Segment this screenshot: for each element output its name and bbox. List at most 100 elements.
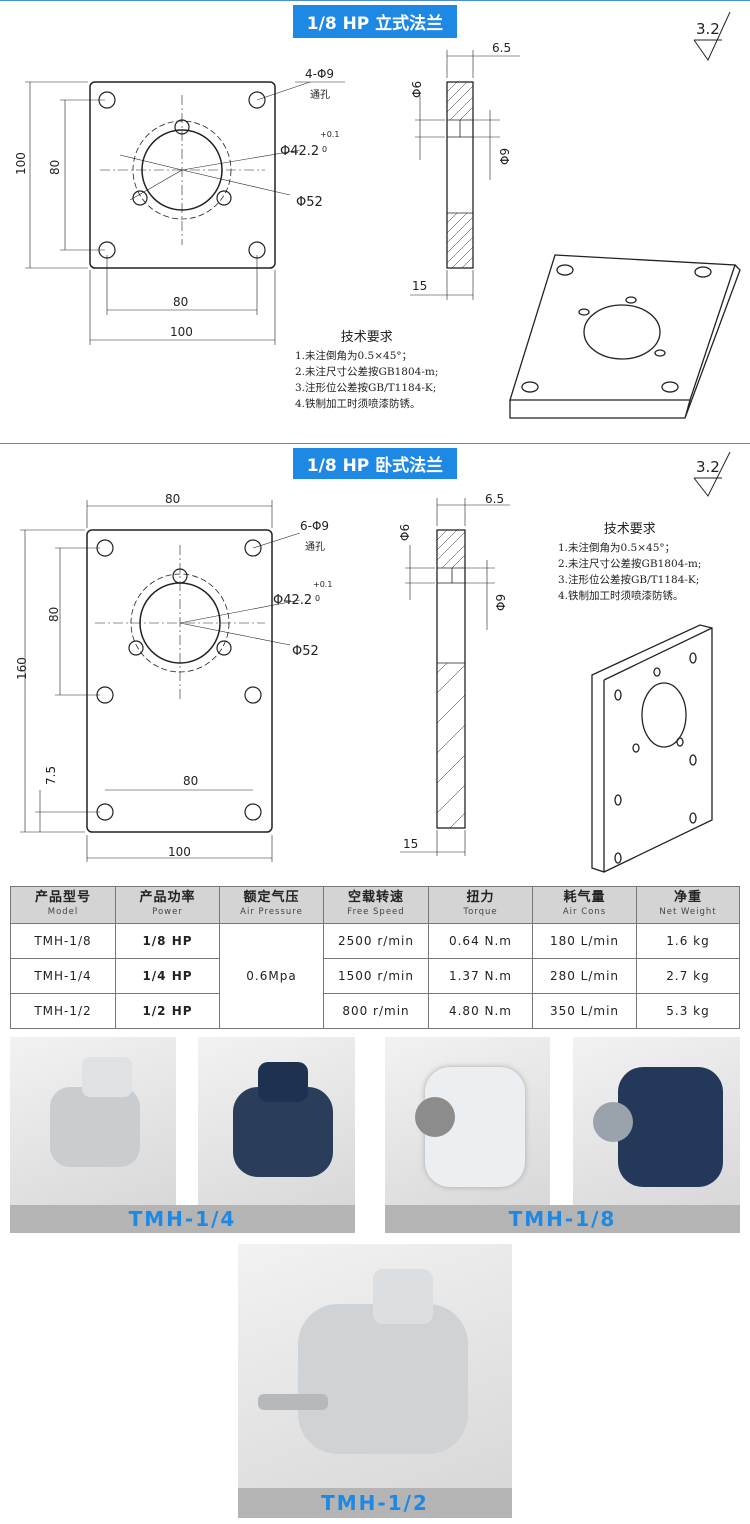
- section1-tech-items-2: 3.注形位公差按GB/T1184-K;: [295, 382, 437, 394]
- section2-dims-edge: 7.5: [44, 766, 58, 785]
- table-rows-1-torque: 1.37 N.m: [428, 958, 533, 994]
- table-rows-0-model: TMH-1/8: [10, 923, 116, 959]
- section2-dims-bore: Φ42.2: [273, 593, 312, 608]
- section-divider: [0, 443, 750, 444]
- section2-tech-items-1: 2.未注尺寸公差按GB1804-m;: [558, 558, 702, 570]
- table-headers-2-cn: 额定气压: [243, 890, 300, 905]
- table-headers-6-en: Net Weight: [659, 907, 717, 917]
- section1-dims-bore: Φ42.2: [280, 144, 319, 159]
- spec-table: 产品型号 Model 产品功率 Power 额定气压 Air Pressure 空载转…: [10, 886, 740, 1029]
- section1-dims-tol_upper: +0.1: [320, 130, 339, 139]
- label-tmh-1-4: TMH-1/4: [10, 1205, 355, 1233]
- table-rows-2-power: 1/2 HP: [115, 993, 220, 1029]
- table-headers-5-cn: 耗气量: [563, 890, 606, 905]
- section2-dims-d6: Φ6: [398, 524, 412, 541]
- section1-dims-holes: 4-Φ9: [305, 67, 334, 81]
- section2-dims-tol_upper: +0.1: [313, 580, 332, 589]
- section2-dims-top80: 80: [165, 492, 180, 506]
- section1-dims-pcd: Φ52: [296, 195, 323, 210]
- table-headers-0-cn: 产品型号: [34, 890, 91, 905]
- photo-tmh-1-2-silver: [238, 1244, 512, 1488]
- table-rows-1-weight: 2.7 kg: [636, 958, 740, 994]
- section2-tech-title: 技术要求: [603, 522, 656, 537]
- photo-tmh-1-4-silver: [10, 1037, 176, 1205]
- section2-dims-through: 通孔: [305, 541, 325, 553]
- label-tmh-1-8: TMH-1/8: [385, 1205, 740, 1233]
- tech-requirements-1: 技术要求 1.未注倒角为0.5×45°； 2.未注尺寸公差按GB1804-m; …: [295, 330, 438, 412]
- section2-tech-items-2: 3.注形位公差按GB/T1184-K;: [558, 574, 700, 586]
- tech-requirements-2: 技术要求 1.未注倒角为0.5×45°； 2.未注尺寸公差按GB1804-m; …: [558, 522, 701, 604]
- section2-roughness: 3.2: [696, 458, 720, 476]
- section1-dims-through: 通孔: [310, 89, 330, 101]
- table-headers-6-cn: 净重: [673, 890, 702, 905]
- table-rows-0-speed: 2500 r/min: [323, 923, 429, 959]
- air-pressure-cell: 0.6Mpa: [219, 923, 324, 1029]
- table-rows-1-power: 1/4 HP: [115, 958, 220, 994]
- table-headers-4-en: Torque: [463, 907, 498, 917]
- section1-tech-items-3: 4.铁制加工时须喷漆防锈。: [295, 398, 421, 410]
- photo-tmh-1-8-blue: [573, 1037, 740, 1205]
- photo-tmh-1-4-blue: [198, 1037, 355, 1205]
- section2-dims-w_outer: 100: [168, 845, 191, 859]
- section1-tech-items-1: 2.未注尺寸公差按GB1804-m;: [295, 366, 439, 378]
- section1-tech-title: 技术要求: [340, 330, 393, 345]
- section2-dims-thick: 6.5: [485, 492, 504, 506]
- table-headers-1-en: Power: [152, 907, 183, 917]
- section2-tech-items-3: 4.铁制加工时须喷漆防锈。: [558, 590, 684, 602]
- iso-plate-view: [591, 624, 713, 873]
- section-divider: [0, 0, 750, 1]
- section2-dims-d9: Φ9: [494, 594, 508, 611]
- plate-outline: [89, 81, 276, 269]
- table-rows-2-torque: 4.80 N.m: [428, 993, 533, 1029]
- table-headers-2-en: Air Pressure: [240, 907, 303, 917]
- section2-dims-tol_lower: 0: [315, 594, 320, 603]
- table-rows-0-air: 180 L/min: [532, 923, 637, 959]
- table-rows-2-air: 350 L/min: [532, 993, 637, 1029]
- vertical-flange-drawing: 3.2 100 80 80 100 4-Φ9 通孔 Φ42.2 +0.1 0 Φ…: [14, 11, 741, 419]
- table-headers-0-en: Model: [47, 907, 79, 917]
- section2-dims-h_outer: 160: [15, 657, 29, 680]
- section2-dims-side15: 15: [403, 837, 418, 851]
- section2-dims-w_inner: 80: [183, 774, 198, 788]
- section1-dims-w_outer: 100: [170, 325, 193, 339]
- table-headers-5-en: Air Cons: [562, 907, 607, 917]
- table-headers-1-cn: 产品功率: [139, 890, 196, 905]
- section1-dims-tol_lower: 0: [322, 145, 327, 154]
- table-rows-2-speed: 800 r/min: [323, 993, 429, 1029]
- table-rows-2-model: TMH-1/2: [10, 993, 116, 1029]
- table-headers-3-cn: 空载转速: [347, 890, 404, 905]
- section1-title: 1/8 HP 立式法兰: [293, 5, 457, 38]
- section1-dims-d6: Φ6: [410, 81, 424, 98]
- table-headers-3-en: Free Speed: [347, 907, 405, 917]
- section2-tech-items-0: 1.未注倒角为0.5×45°；: [558, 542, 676, 554]
- section2-dims-h_inner: 80: [47, 607, 61, 622]
- section1-dims-thick: 6.5: [492, 41, 511, 55]
- table-header-row: 产品型号 Model 产品功率 Power 额定气压 Air Pressure 空载转…: [10, 886, 740, 924]
- photo-tmh-1-8-white: [385, 1037, 550, 1205]
- table-headers-4-cn: 扭力: [466, 890, 495, 905]
- section1-dims-side15: 15: [412, 279, 427, 293]
- section1-dims-h_outer: 100: [14, 152, 28, 175]
- section1-tech-items-0: 1.未注倒角为0.5×45°；: [295, 350, 413, 362]
- table-rows-0-weight: 1.6 kg: [636, 923, 740, 959]
- horizontal-flange-drawing: 3.2 80 160 80 7.5 80 100 6-Φ9 通孔 Φ42.2 +…: [15, 451, 731, 873]
- roughness-value: 3.2: [696, 20, 720, 38]
- table-rows-1-air: 280 L/min: [532, 958, 637, 994]
- section1-dims-d9: Φ9: [498, 148, 512, 165]
- section2-title: 1/8 HP 卧式法兰: [293, 448, 457, 479]
- roughness-symbol: [693, 11, 731, 62]
- table-rows-1-speed: 1500 r/min: [323, 958, 429, 994]
- table-rows-0-torque: 0.64 N.m: [428, 923, 533, 959]
- roughness-symbol: [693, 451, 731, 497]
- section2-dims-holes: 6-Φ9: [300, 519, 329, 533]
- label-tmh-1-2: TMH-1/2: [238, 1488, 512, 1518]
- table-rows-2-weight: 5.3 kg: [636, 993, 740, 1029]
- section1-dims-w_inner: 80: [173, 295, 188, 309]
- table-rows-0-power: 1/8 HP: [115, 923, 220, 959]
- section1-dims-h_inner: 80: [48, 160, 62, 175]
- section2-dims-pcd: Φ52: [292, 644, 319, 659]
- iso-plate-view: [509, 254, 741, 419]
